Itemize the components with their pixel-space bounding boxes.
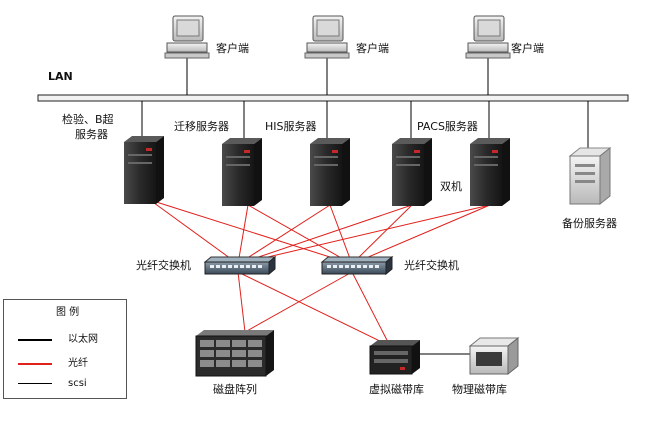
server-drop-lines — [141, 101, 589, 150]
pacs-server-icon — [392, 138, 432, 206]
lan-label: LAN — [48, 70, 73, 83]
client-label: 客户端 — [511, 42, 544, 55]
migration-server-icon — [222, 138, 262, 206]
fiber-links — [149, 199, 491, 347]
legend-swatch-fiber — [18, 363, 52, 365]
client-pc-icon — [164, 15, 210, 59]
lab-server-label-line2: 服务器 — [75, 128, 108, 141]
pacs-server-icon — [470, 138, 510, 206]
legend-swatch-scsi — [18, 383, 52, 384]
backup-server-label: 备份服务器 — [562, 217, 617, 230]
legend-swatch-ethernet — [18, 339, 52, 341]
fiber-switch-icon — [203, 255, 277, 276]
legend: 图 例 以太网 光纤 scsi — [3, 299, 127, 399]
client-pc-icon — [465, 15, 511, 59]
legend-item-ethernet: 以太网 — [4, 333, 126, 347]
lab-server-label-line1: 检验、B超 — [62, 113, 114, 126]
backup-server-icon — [568, 146, 612, 206]
legend-item-scsi: scsi — [4, 377, 126, 391]
fiber-switch-icon — [320, 255, 394, 276]
lan-bus — [37, 94, 629, 102]
lab-server-icon — [124, 136, 164, 204]
physical-tape-library-label: 物理磁带库 — [452, 383, 507, 396]
disk-array-icon — [195, 330, 274, 377]
pacs-server-label: PACS服务器 — [417, 120, 478, 133]
virtual-tape-library-icon — [369, 340, 420, 375]
legend-item-fiber: 光纤 — [4, 357, 126, 371]
client-pc-icon — [304, 15, 350, 59]
virtual-tape-library-label: 虚拟磁带库 — [369, 383, 424, 396]
fiber-switch-label: 光纤交换机 — [404, 259, 459, 272]
disk-array-label: 磁盘阵列 — [213, 383, 257, 396]
legend-label: 以太网 — [68, 334, 98, 345]
legend-label: 光纤 — [68, 358, 88, 369]
client-drop-lines — [186, 54, 489, 95]
legend-label: scsi — [68, 378, 87, 389]
his-server-label: HIS服务器 — [265, 120, 317, 133]
migration-server-label: 迁移服务器 — [174, 120, 229, 133]
his-server-icon — [310, 138, 350, 206]
client-label: 客户端 — [356, 42, 389, 55]
physical-tape-library-icon — [468, 336, 520, 376]
fiber-switch-label: 光纤交换机 — [136, 259, 191, 272]
client-label: 客户端 — [216, 42, 249, 55]
dual-machine-label: 双机 — [440, 180, 462, 193]
legend-title: 图 例 — [56, 307, 80, 318]
